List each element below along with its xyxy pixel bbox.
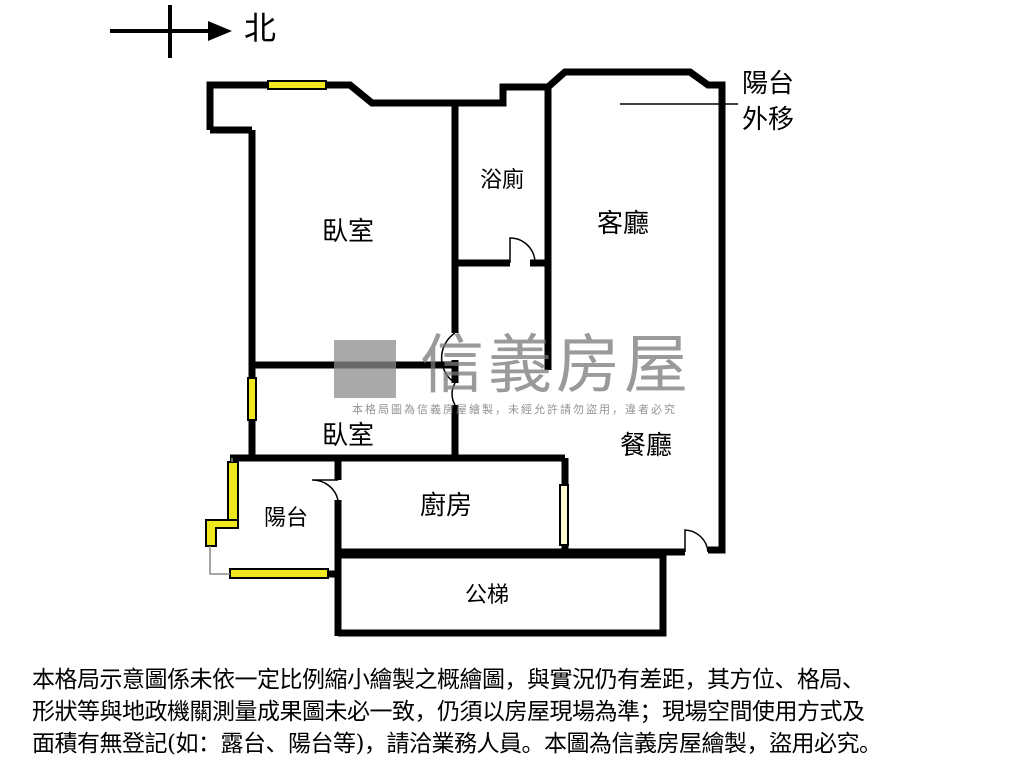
- windows: [205, 80, 569, 579]
- bedroom2-door-icon: [451, 382, 456, 406]
- room-dining: 餐廳: [620, 431, 673, 461]
- annotation-line1: 陽台: [742, 69, 795, 99]
- north-arrow-icon: [110, 5, 232, 58]
- bedroom-door-icon: [440, 332, 456, 384]
- north-label: 北: [244, 9, 277, 47]
- walls: [206, 68, 726, 637]
- bathroom-door-icon: [509, 237, 536, 264]
- balcony-door-icon: [311, 479, 339, 501]
- room-living: 客廳: [597, 209, 650, 239]
- disclaimer-line-3: 面積有無登記(如：露台、陽台等)，請洽業務人員。本圖為信義房屋繪製，盜用必究。: [32, 731, 882, 757]
- room-stairs: 公梯: [465, 583, 510, 608]
- watermark-logo-icon: [334, 340, 396, 398]
- watermark-notice: 本格局圖為信義房屋繪製，未經允許請勿盜用，違者必究: [352, 403, 677, 416]
- room-bathroom: 浴廁: [480, 168, 525, 193]
- room-balcony: 陽台: [264, 506, 309, 531]
- room-bedroom-2: 臥室: [322, 421, 375, 451]
- disclaimer-line-1: 本格局示意圖係未依一定比例縮小繪製之概繪圖，與實況仍有差距，其方位、格局、: [32, 667, 865, 693]
- room-kitchen: 廚房: [420, 491, 473, 521]
- room-bedroom-1: 臥室: [322, 217, 375, 247]
- doors: [311, 237, 709, 553]
- balcony-rail: [209, 458, 233, 575]
- entrance-door-icon: [684, 529, 709, 553]
- disclaimer: 本格局示意圖係未依一定比例縮小繪製之概繪圖，與實況仍有差距，其方位、格局、 形狀…: [32, 664, 1012, 760]
- annotation-line2: 外移: [742, 105, 795, 135]
- watermark-brand: 信義房屋: [420, 329, 692, 403]
- disclaimer-line-2: 形狀等與地政機關測量成果圖未必一致，仍須以房屋現場為準；現場空間使用方式及: [32, 699, 865, 725]
